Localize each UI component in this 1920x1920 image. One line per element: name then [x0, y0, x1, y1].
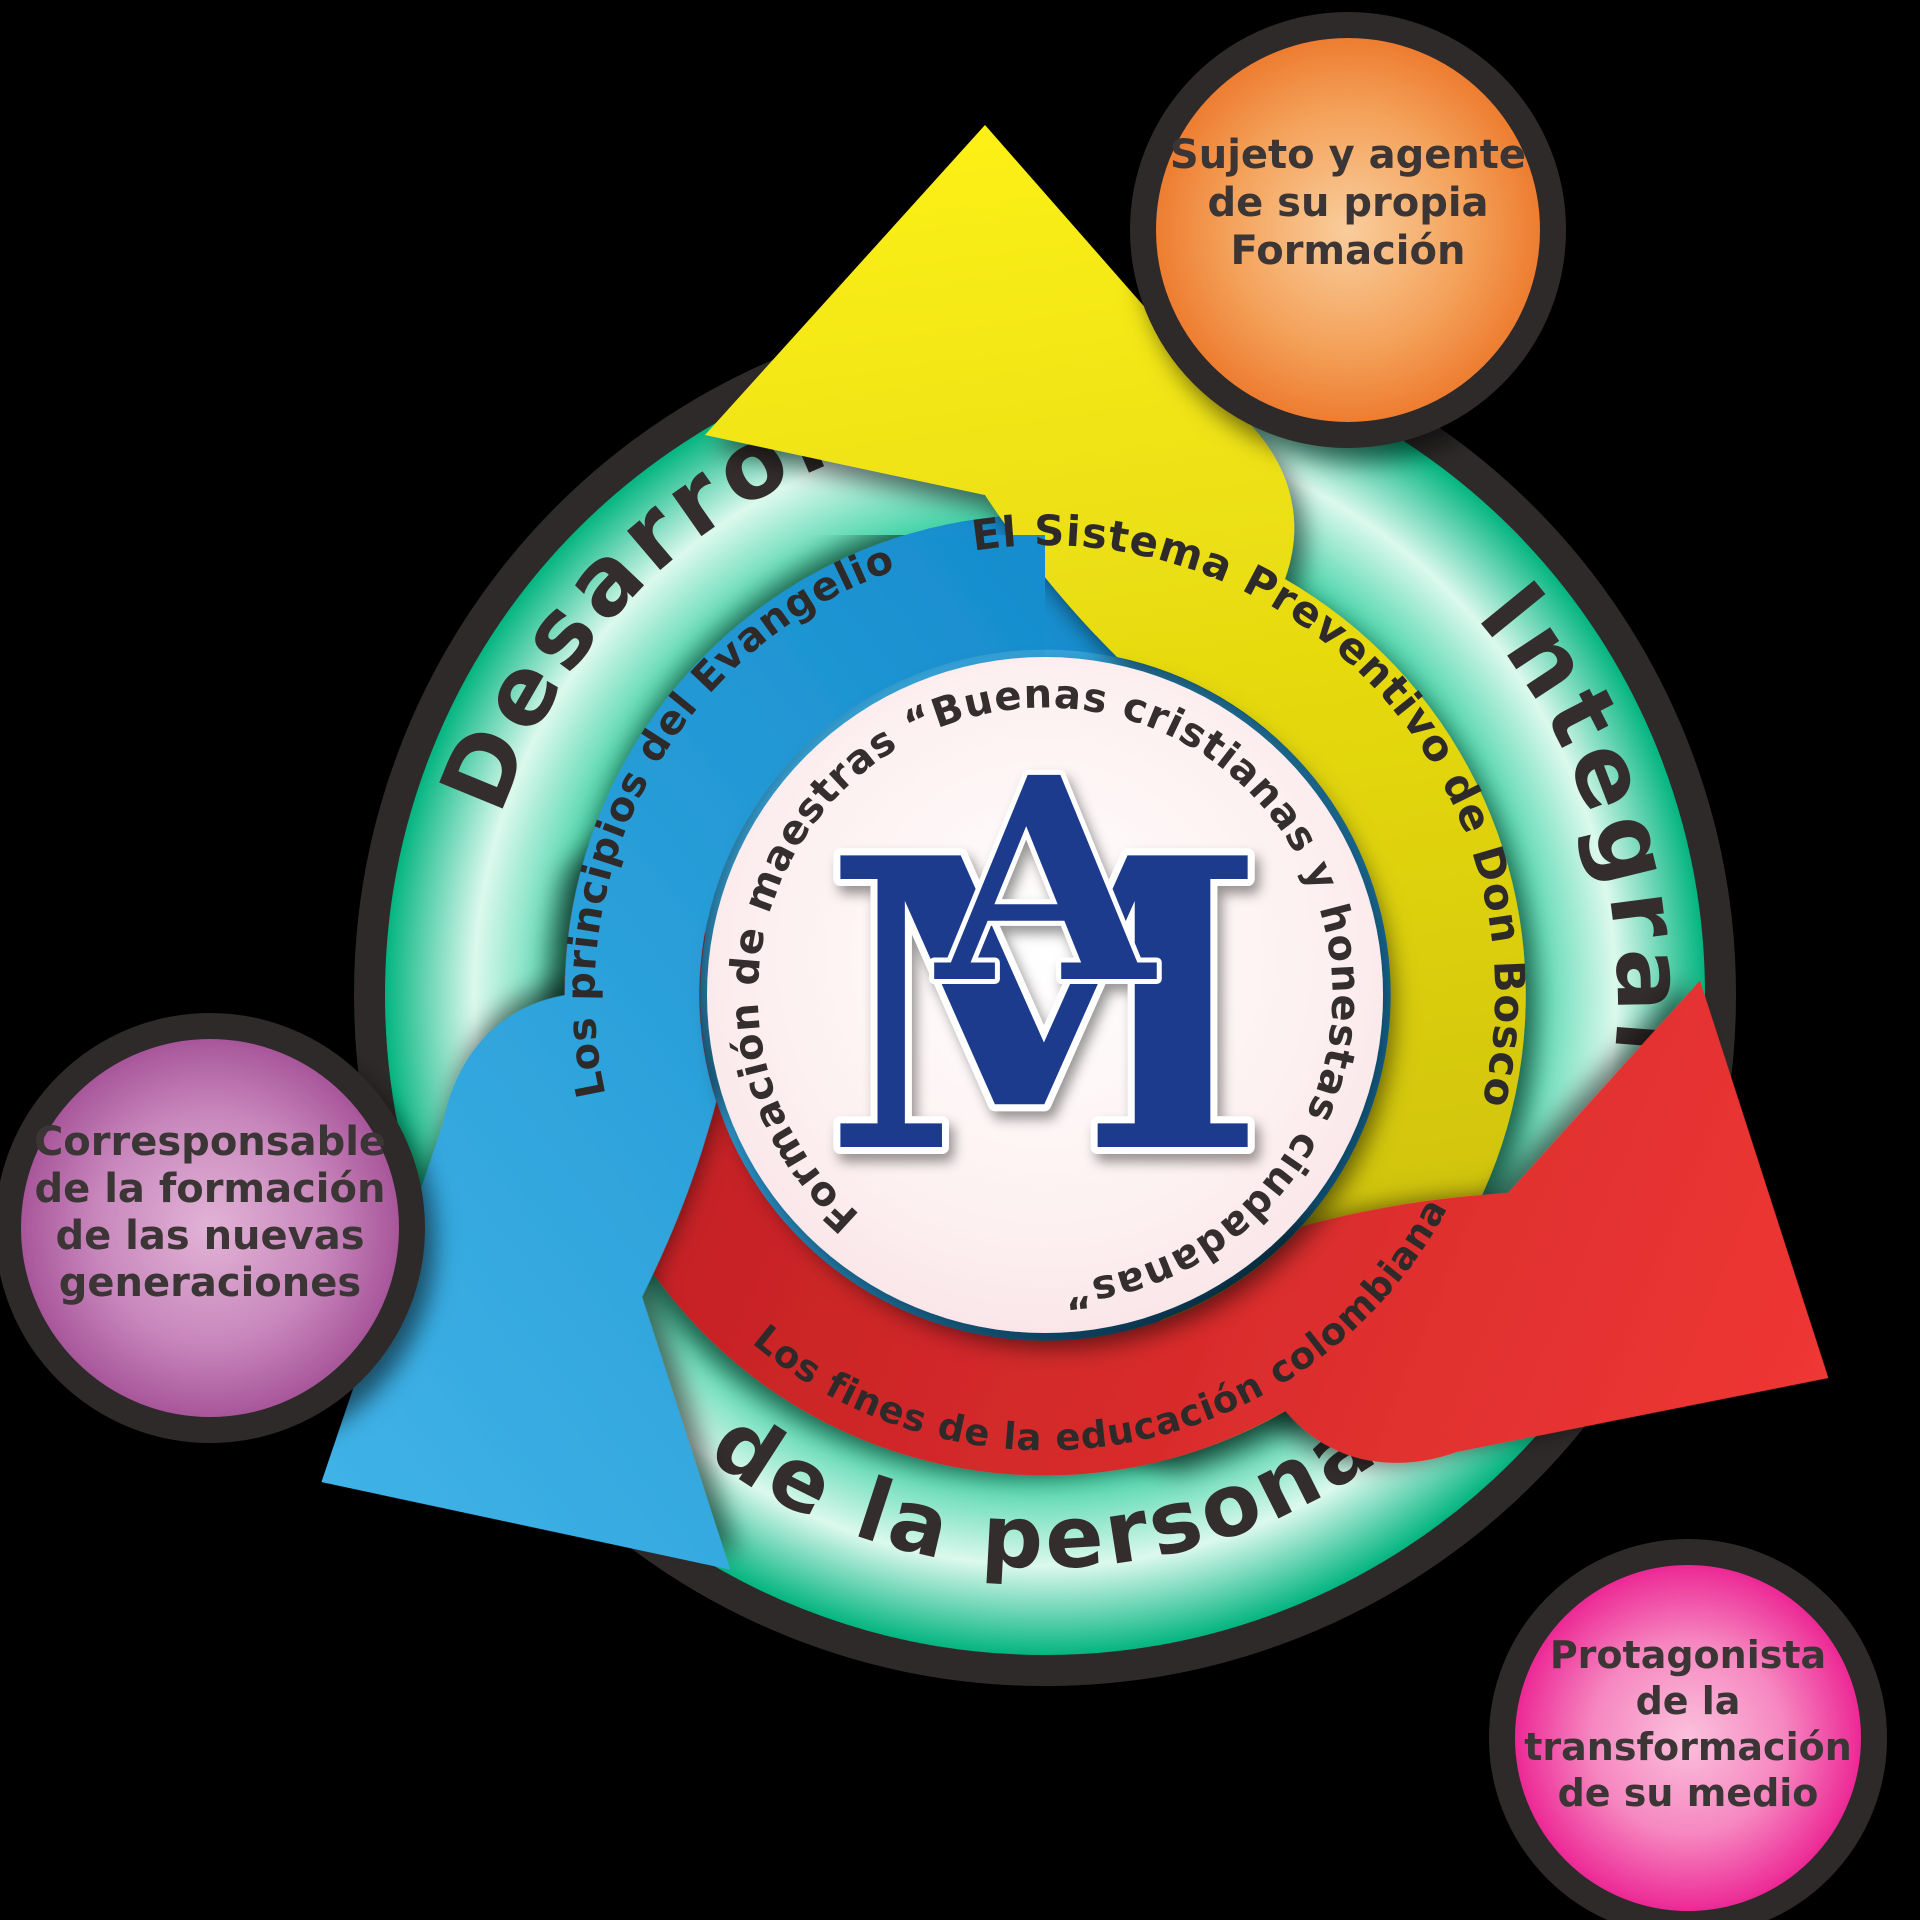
- bubble-purple-line: de las nuevas: [55, 1213, 364, 1259]
- monogram-letter-m: M: [824, 772, 1267, 1242]
- bubble-pink-line: Protagonista: [1550, 1633, 1826, 1677]
- am-monogram-icon: M A: [817, 712, 1274, 1249]
- bubble-orange-line: de su propia: [1207, 180, 1488, 226]
- cycle-group: Desarrollo Integral de la persona El Sis…: [51, 125, 1920, 1847]
- bubble-pink: Protagonista de la transformación de su …: [1489, 1539, 1887, 1920]
- bubble-purple: Corresponsable de la formación de las nu…: [0, 1013, 425, 1443]
- bubble-pink-circle: [1489, 1539, 1887, 1920]
- bubble-pink-line: de su medio: [1558, 1771, 1819, 1815]
- center-circle: [707, 657, 1383, 1333]
- bubble-purple-line: generaciones: [59, 1260, 361, 1306]
- bubble-purple-circle: [0, 1013, 425, 1443]
- bubble-orange: Sujeto y agente de su propia Formación: [1130, 12, 1566, 448]
- bubble-purple-line: de la formación: [35, 1166, 386, 1212]
- bubble-orange-line: Formación: [1231, 228, 1466, 274]
- bubble-purple-line: Corresponsable: [34, 1119, 386, 1165]
- bubble-orange-line: Sujeto y agente: [1170, 132, 1526, 178]
- center-emblem: Formación de maestras “Buenas cristianas…: [707, 657, 1383, 1333]
- bubble-orange-circle: [1130, 12, 1566, 448]
- monogram-letter-a: A: [932, 717, 1160, 1046]
- bubble-pink-line: transformación: [1524, 1725, 1852, 1769]
- bubble-pink-line: de la: [1636, 1679, 1741, 1723]
